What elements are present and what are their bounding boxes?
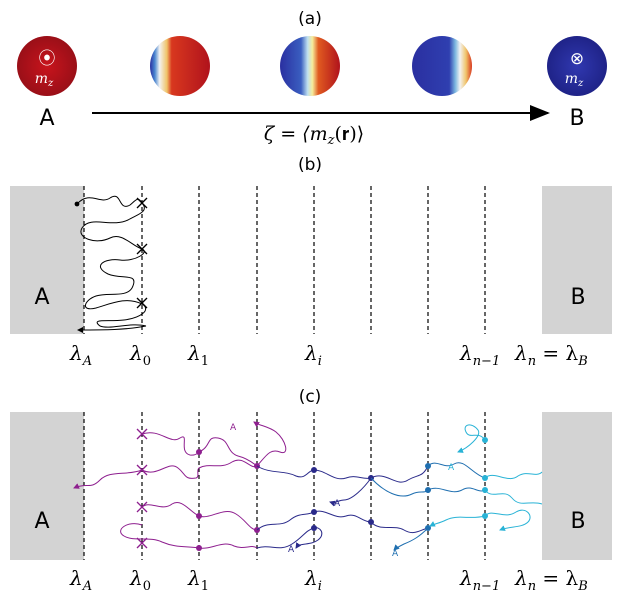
lambda-i-label: λi — [304, 341, 322, 369]
basin-a-region — [10, 186, 84, 334]
return-a-marker-3: A — [334, 499, 341, 509]
out-of-plane-icon: ⦿ — [39, 49, 56, 69]
navy-nodes — [311, 467, 374, 531]
basin-b-label: B — [570, 285, 585, 310]
domain-wall-disc-2 — [280, 36, 340, 96]
basin-a-label: A — [34, 285, 49, 310]
basin-b-label-c: B — [570, 509, 585, 534]
interfaces-b — [83, 186, 486, 334]
lambda-0-label-c: λ0 — [129, 566, 151, 591]
lambda-n-label: λn = λB — [514, 341, 588, 369]
lambda-0-label: λ0 — [129, 341, 151, 369]
basin-b-region-c — [542, 412, 612, 560]
basin-b-region — [542, 186, 612, 334]
svg-text:mz: mz — [565, 71, 584, 89]
domain-wall-disc-1 — [150, 36, 210, 96]
lambda-a-label: λA — [69, 341, 92, 369]
lambda-i-label-c: λi — [304, 566, 322, 591]
crossing-markers-c — [136, 428, 148, 549]
interface-labels-c: λA λ0 λ1 λi λn−1 λn = λB — [69, 566, 588, 591]
lambda-n-1-label-c: λn−1 — [459, 566, 500, 591]
lambda-n-label-c: λn = λB — [514, 566, 588, 591]
lambda-a-label-c: λA — [69, 566, 92, 591]
trajectories-navy — [256, 465, 429, 549]
return-a-marker-1: A — [230, 423, 237, 433]
trajectories-blue — [370, 462, 486, 551]
basin-a-region-c — [10, 412, 84, 560]
trajectories-cyan — [429, 424, 543, 531]
return-a-marker-5: A — [448, 463, 455, 473]
lambda-1-label: λ1 — [187, 341, 209, 369]
return-a-marker-2: A — [288, 545, 295, 555]
basin-a-label-c: A — [34, 509, 49, 534]
crossing-markers-b — [136, 197, 148, 309]
interfaces-c — [83, 412, 486, 560]
panel-a-label: (a) — [298, 9, 322, 29]
state-a-disc: ⦿ mz — [17, 36, 77, 96]
panel-b-label: (b) — [298, 155, 322, 175]
state-b-label: B — [569, 106, 584, 131]
interface-labels-b: λA λ0 λ1 λi λn−1 λn = λB — [69, 341, 588, 369]
domain-wall-disc-3 — [412, 36, 472, 96]
blue-nodes — [425, 463, 431, 531]
state-a-label: A — [39, 106, 54, 131]
cyan-nodes — [482, 437, 488, 519]
reaction-coordinate-label: ζ = ⟨mz(𝐫)⟩ — [264, 123, 364, 148]
trajectories-purple — [73, 421, 287, 549]
lambda-1-label-c: λ1 — [187, 566, 209, 591]
into-plane-icon: ⊗ — [570, 49, 584, 69]
lambda-n-1-label: λn−1 — [459, 341, 500, 369]
panel-c-label: (c) — [299, 387, 322, 407]
return-a-marker-4: A — [392, 549, 399, 559]
state-b-disc: ⊗ mz — [547, 36, 607, 96]
svg-text:mz: mz — [35, 71, 54, 89]
trajectory-b — [74, 195, 147, 333]
